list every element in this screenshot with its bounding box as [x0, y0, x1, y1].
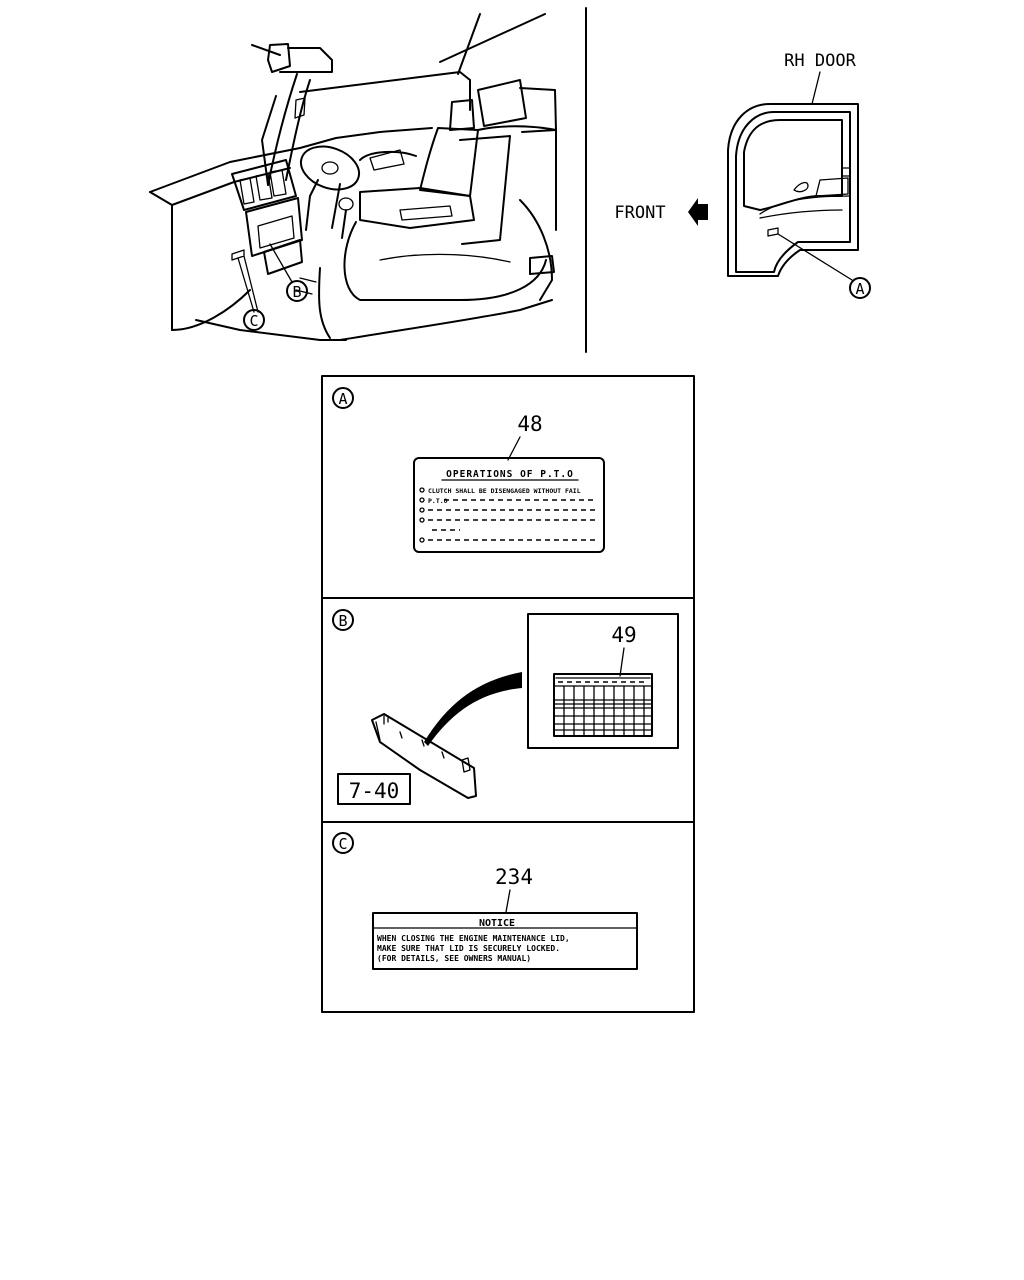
part-number-234: 234 [495, 865, 533, 889]
panel-c-letter: C [338, 835, 347, 853]
part-number-48: 48 [517, 412, 542, 436]
detail-pointer [424, 672, 522, 746]
reference-7-40: 7-40 [349, 779, 400, 803]
rh-door-drawing [727, 103, 859, 281]
cab-interior-drawing [149, 13, 557, 341]
pto-label-line-2: P.T.O [428, 497, 448, 505]
panel-b-letter: B [338, 612, 347, 630]
label-49-detail-box [527, 613, 679, 749]
panel-a: A 48 OPERATIONS OF P.T.O CLUTCH SHALL BE… [332, 387, 605, 553]
panel-b: B 49 7-40 [332, 609, 679, 805]
part-number-49: 49 [611, 623, 636, 647]
instrument-panel-lid [371, 713, 477, 799]
panel-c: C 234 NOTICE WHEN CLOSING THE ENGINE MAI… [332, 832, 638, 970]
panel-a-letter: A [338, 390, 347, 408]
front-arrow-icon [688, 198, 708, 226]
notice-label-line-3: (FOR DETAILS, SEE OWNERS MANUAL) [377, 954, 531, 963]
rh-door-label: RH DOOR [784, 51, 856, 71]
notice-label-title: NOTICE [479, 918, 515, 929]
svg-text:C: C [249, 312, 258, 330]
reference-box [337, 773, 411, 805]
pto-label-title: OPERATIONS OF P.T.O [446, 469, 574, 480]
callout-b-top: B [286, 280, 308, 302]
svg-text:B: B [292, 283, 301, 301]
callout-c-top: C [243, 309, 265, 331]
notice-label-line-2: MAKE SURE THAT LID IS SECURELY LOCKED. [377, 944, 560, 953]
svg-text:A: A [855, 280, 864, 298]
notice-label [372, 912, 638, 970]
detail-panels-frame [321, 375, 695, 1013]
pto-label-line-1: CLUTCH SHALL BE DISENGAGED WITHOUT FAIL [428, 487, 581, 495]
grid-label-49 [553, 673, 653, 737]
notice-label-line-1: WHEN CLOSING THE ENGINE MAINTENANCE LID, [377, 934, 570, 943]
callout-a-top: A [849, 277, 871, 299]
front-label: FRONT [614, 203, 665, 223]
pto-label [413, 457, 605, 553]
